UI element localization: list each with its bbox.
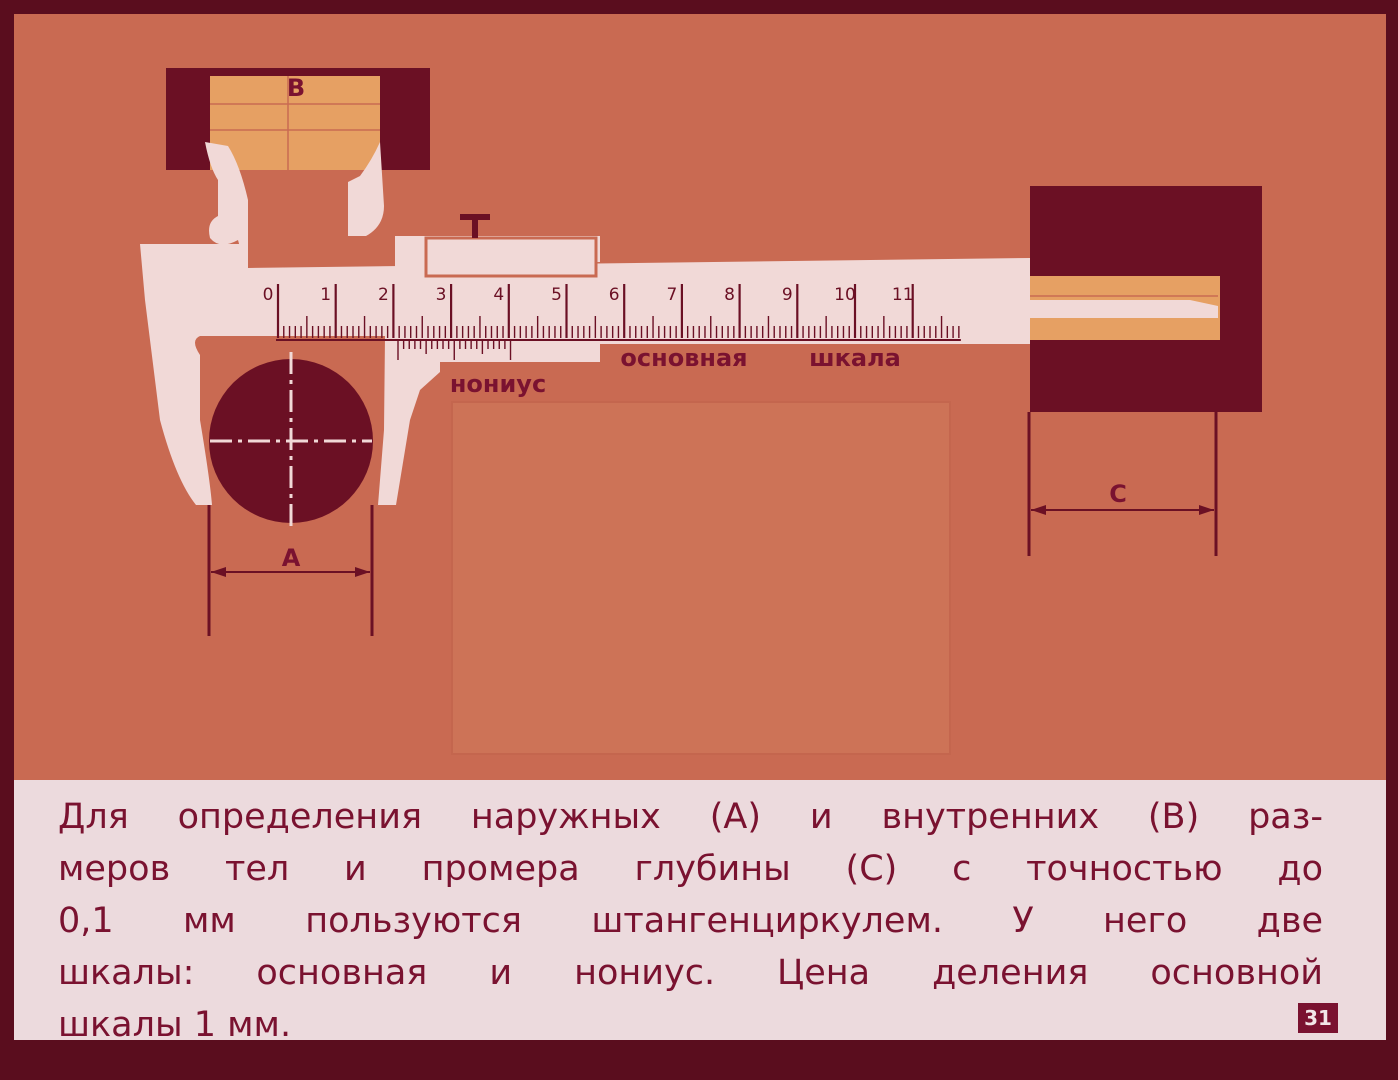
main-scale-number: 6 (609, 285, 620, 305)
caption-line-2: меров тел и промера глубины (C) с точнос… (58, 849, 1323, 889)
caption-line-3: 0,1 мм пользуются штангенциркулем. У нег… (58, 901, 1323, 941)
main-scale (276, 284, 961, 341)
main-scale-number: 10 (834, 285, 856, 305)
main-scale-number: 0 (263, 285, 274, 305)
inner-holder-right (380, 68, 430, 170)
vernier-scale (397, 340, 512, 360)
inner-jaw-movable (348, 142, 384, 236)
page-number: 31 (1298, 1003, 1338, 1033)
main-scale-numbers: 0 1 2 3 4 5 6 7 8 9 10 11 (263, 285, 914, 305)
lock-screw-head (460, 214, 490, 220)
faint-frame (451, 401, 951, 755)
caption-line-4: шкалы: основная и нониус. Цена деления о… (58, 953, 1323, 993)
inner-holder-left (166, 68, 210, 170)
main-beam (140, 244, 1030, 505)
caption-line-1: Для определения наружных (A) и внутренни… (58, 797, 1323, 837)
label-main-scale-2: шкала (809, 344, 901, 372)
label-c: C (1109, 480, 1127, 508)
main-scale-number: 5 (551, 285, 562, 305)
main-scale-number: 11 (892, 285, 914, 305)
main-scale-number: 3 (436, 285, 447, 305)
main-scale-number: 4 (493, 285, 504, 305)
lock-window (424, 236, 598, 278)
caption-box (14, 780, 1386, 1040)
label-b: B (287, 74, 305, 102)
main-scale-number: 9 (782, 285, 793, 305)
main-scale-number: 7 (666, 285, 677, 305)
label-a: A (282, 544, 301, 572)
outer-jaw-movable (378, 336, 440, 505)
label-main-scale-1: основная (620, 344, 747, 372)
inner-jaw-fixed (205, 142, 248, 262)
main-scale-number: 1 (320, 285, 331, 305)
main-scale-number: 8 (724, 285, 735, 305)
inner-holder-top (166, 68, 430, 76)
label-vernier: нониус (450, 370, 546, 398)
inner-block (210, 76, 380, 170)
main-scale-number: 2 (378, 285, 389, 305)
caption-line-5: шкалы 1 мм. (58, 1005, 292, 1045)
depth-rod (1030, 300, 1218, 318)
lock-screw-stem (472, 218, 478, 238)
